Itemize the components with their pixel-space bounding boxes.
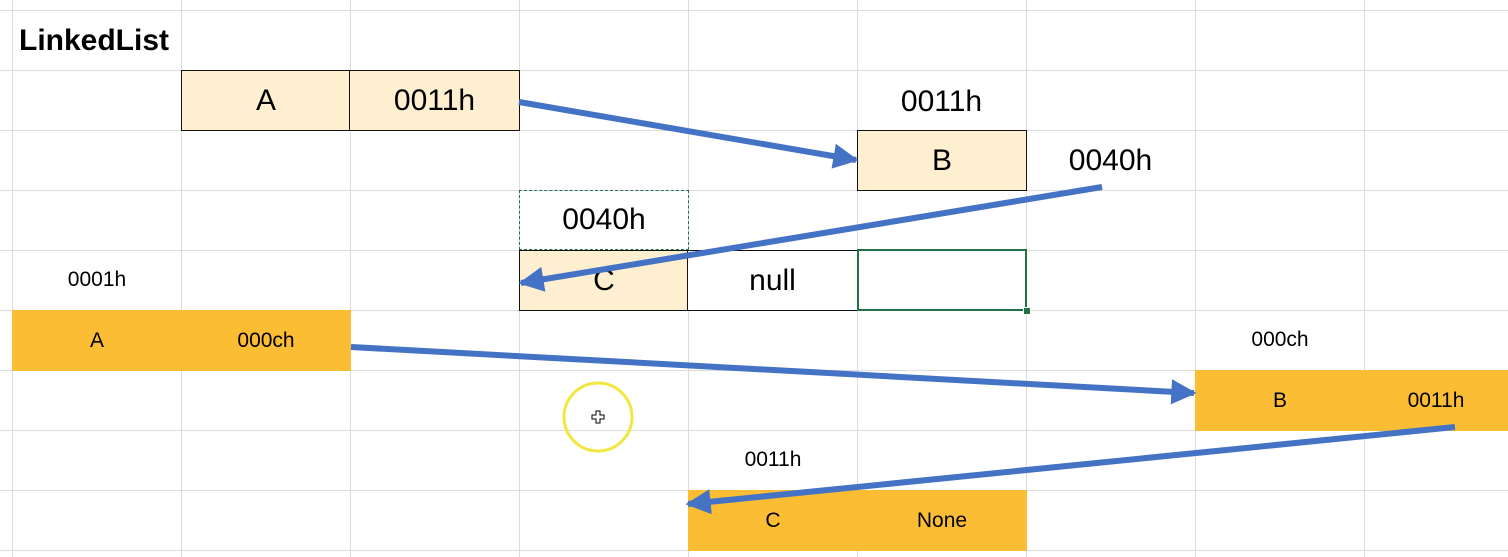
bottom-node-b-address: 000ch bbox=[1251, 328, 1309, 351]
top-node-b-pointer: 0040h bbox=[1068, 144, 1153, 177]
bottom-node-a-address: 0001h bbox=[67, 268, 127, 291]
bottom-node-a-pointer[interactable]: 000ch bbox=[181, 310, 351, 371]
top-node-b-address: 0011h bbox=[900, 85, 983, 118]
sheet-title: LinkedList bbox=[19, 24, 170, 57]
bottom-node-c-pointer[interactable]: None bbox=[857, 490, 1027, 551]
top-node-b-value[interactable]: B bbox=[857, 130, 1027, 191]
top-node-a-value[interactable]: A bbox=[181, 70, 351, 131]
bottom-node-b-value[interactable]: B bbox=[1195, 370, 1365, 431]
selected-cell[interactable] bbox=[857, 249, 1027, 311]
top-node-c-address[interactable]: 0040h bbox=[519, 190, 689, 250]
bottom-node-c-value[interactable]: C bbox=[688, 490, 858, 551]
bottom-node-c-address: 0011h bbox=[744, 448, 802, 471]
top-node-a-pointer[interactable]: 0011h bbox=[349, 70, 520, 131]
fill-handle[interactable] bbox=[1023, 307, 1031, 315]
bottom-node-a-value[interactable]: A bbox=[12, 310, 182, 371]
bottom-node-b-pointer[interactable]: 0011h bbox=[1364, 370, 1508, 431]
top-node-c-pointer[interactable]: null bbox=[687, 250, 858, 311]
top-node-c-value[interactable]: C bbox=[519, 250, 689, 311]
